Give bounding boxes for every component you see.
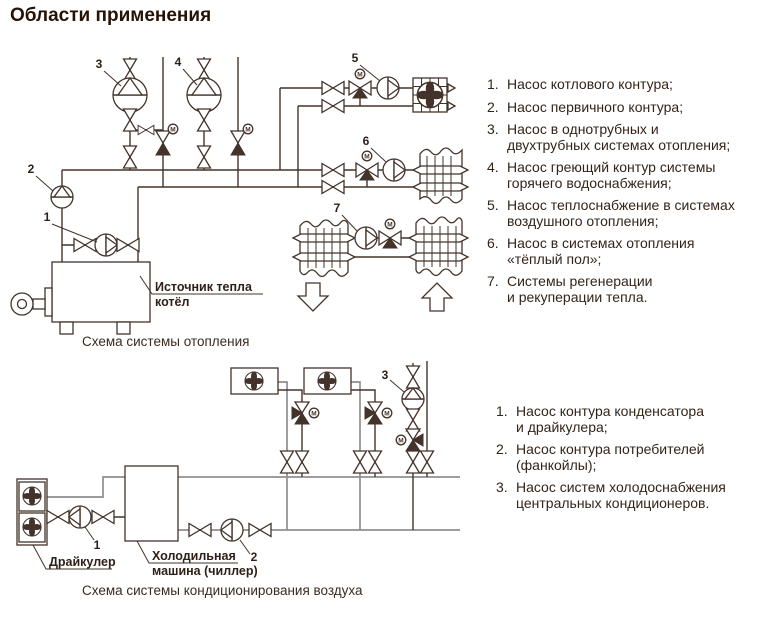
cooling-diagram: Драйкулер 1 Холодильная машина (чиллер) … bbox=[16, 361, 460, 578]
valve-icon bbox=[196, 145, 212, 169]
motor-3way-valve-icon bbox=[349, 69, 371, 98]
heating-applications-list: 1.Насос котлового контура; 2.Насос перви… bbox=[487, 76, 767, 312]
pump-1-icon bbox=[68, 505, 92, 529]
motor-3way-valve-icon bbox=[396, 429, 423, 451]
valve-icon bbox=[321, 179, 345, 195]
label-5: 5 bbox=[352, 51, 359, 65]
drycooler-label: Драйкулер bbox=[49, 555, 116, 569]
recuperation-right-coil bbox=[407, 216, 470, 277]
label-1: 1 bbox=[44, 210, 51, 224]
valve-icon bbox=[122, 145, 138, 169]
list-item: 6.Насос в системах отопления«тёплый пол»… bbox=[487, 235, 695, 267]
boiler-label-line2: котёл bbox=[155, 295, 189, 309]
label-3: 3 bbox=[382, 368, 389, 382]
fancoil-1 bbox=[230, 367, 279, 395]
motor-3way-valve-icon bbox=[379, 219, 401, 248]
valve-icon bbox=[405, 365, 421, 389]
chiller bbox=[124, 465, 179, 542]
cooling-leader-lines bbox=[32, 379, 405, 570]
pump-6-icon bbox=[382, 158, 406, 182]
boiler-label-line1: Источник тепла bbox=[155, 280, 253, 294]
valve-icon bbox=[46, 509, 70, 525]
valve-icon bbox=[279, 450, 295, 474]
fan-icon bbox=[22, 517, 42, 537]
list-item: 2.Насос контура потребителей(фанкойлы); bbox=[496, 441, 705, 473]
valve-icon bbox=[188, 522, 212, 538]
motor-3way-valve-icon bbox=[356, 151, 378, 180]
fan-icon bbox=[317, 371, 337, 391]
heating-diagram-caption: Схема системы отопления bbox=[82, 334, 250, 349]
chiller-label-line2: машина (чиллер) bbox=[152, 564, 258, 578]
label-6: 6 bbox=[363, 134, 370, 148]
air-out-arrow-icon bbox=[297, 282, 329, 312]
fancoil-2 bbox=[303, 367, 352, 395]
list-item: 1.Насос котлового контура; bbox=[487, 76, 673, 92]
label-7: 7 bbox=[334, 201, 341, 215]
valve-icon bbox=[321, 80, 345, 96]
pump-4-icon bbox=[186, 77, 222, 113]
fan-icon bbox=[22, 486, 42, 506]
dry-cooler bbox=[16, 478, 48, 546]
pump-1-icon bbox=[94, 233, 118, 257]
motor-3way-valve-icon bbox=[292, 402, 319, 424]
label-1: 1 bbox=[94, 538, 101, 552]
pump-7-icon bbox=[354, 226, 378, 250]
label-2: 2 bbox=[251, 550, 258, 564]
motor-valve-icon bbox=[231, 124, 253, 155]
motor-3way-valve-icon bbox=[365, 402, 392, 424]
list-item: 2.Насос первичного контура; bbox=[487, 98, 684, 115]
pump-2-icon bbox=[50, 185, 74, 209]
valve-icon bbox=[321, 162, 345, 178]
valve-icon bbox=[352, 450, 368, 474]
valve-icon bbox=[294, 450, 310, 474]
heating-diagram: 3 4 2 1 5 6 7 Источник тепла котёл bbox=[10, 51, 470, 335]
label-2: 2 bbox=[28, 162, 35, 176]
air-heater-icon bbox=[413, 78, 455, 112]
valve-icon bbox=[367, 450, 383, 474]
valve-icon bbox=[419, 450, 435, 474]
chiller-label-line1: Холодильная bbox=[152, 549, 236, 563]
cooling-pipes-gray bbox=[47, 381, 460, 531]
valve-icon bbox=[321, 98, 345, 114]
heating-coil bbox=[411, 147, 470, 205]
motor-valve-icon bbox=[156, 124, 178, 155]
pump-3-icon bbox=[401, 387, 425, 411]
valve-icon bbox=[248, 522, 272, 538]
label-4: 4 bbox=[175, 55, 182, 69]
valve-icon bbox=[122, 108, 138, 132]
fan-icon bbox=[244, 371, 264, 391]
valve-icon bbox=[405, 408, 421, 432]
page-title: Области применения bbox=[10, 5, 212, 26]
valve-icon bbox=[91, 509, 115, 525]
valve-icon bbox=[116, 237, 140, 253]
boiler bbox=[10, 261, 151, 335]
valve-icon bbox=[196, 108, 212, 132]
label-3: 3 bbox=[96, 57, 103, 71]
heating-leader-lines bbox=[35, 64, 387, 295]
bypass-valve-icon bbox=[137, 124, 155, 136]
pump-2-icon bbox=[220, 518, 244, 542]
pump-5-icon bbox=[376, 76, 400, 100]
valve-icon bbox=[405, 450, 421, 474]
recuperation-left-coil bbox=[291, 219, 357, 278]
air-in-arrow-icon bbox=[421, 282, 453, 312]
cooling-diagram-caption: Схема системы кондиционирования воздуха bbox=[82, 583, 363, 598]
